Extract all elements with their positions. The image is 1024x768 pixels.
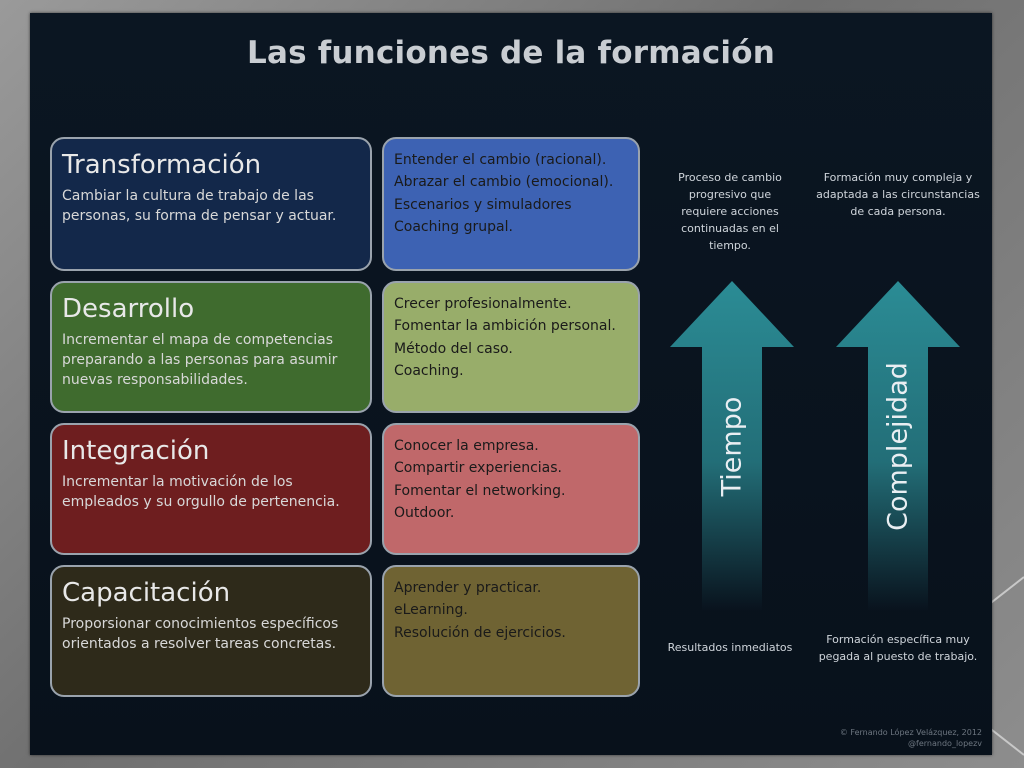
function-description: Incrementar la motivación de los emplead… — [62, 473, 340, 510]
action-item: Compartir experiencias. — [394, 460, 562, 477]
action-item: Entender el cambio (racional). — [394, 152, 607, 168]
tiempo-arrow: Tiempo — [670, 281, 794, 611]
function-description: Cambiar la cultura de trabajo de las per… — [62, 187, 337, 224]
actions-box-capacitacion: Aprender y practicar. eLearning. Resoluc… — [382, 565, 640, 697]
action-item: Resolución de ejercicios. — [394, 624, 566, 641]
copyright-credit: © Fernando López Velázquez, 2012 @fernan… — [840, 728, 982, 749]
function-box-capacitacion: Capacitación Proporsionar conocimientos … — [50, 565, 372, 697]
function-name: Transformación — [62, 150, 262, 180]
action-item: Método del caso. — [394, 340, 513, 357]
complejidad-bottom-note: Formación específica muy pegada al puest… — [818, 633, 978, 664]
action-item: Escenarios y simuladores — [394, 196, 572, 213]
action-item: Aprender y practicar. — [394, 580, 542, 596]
function-name: Desarrollo — [62, 294, 195, 324]
action-item: Fomentar la ambición personal. — [394, 318, 616, 335]
function-name: Capacitación — [62, 578, 231, 608]
tiempo-bottom-note: Resultados inmediatos — [667, 641, 793, 654]
actions-list: Conocer la empresa. Compartir experienci… — [394, 435, 628, 525]
complejidad-arrow: Complejidad — [836, 281, 960, 611]
function-box-desarrollo: Desarrollo Incrementar el mapa de compet… — [50, 281, 372, 413]
credit-line: © Fernando López Velázquez, 2012 — [839, 728, 982, 738]
actions-box-integracion: Conocer la empresa. Compartir experienci… — [382, 423, 640, 555]
action-item: Coaching grupal. — [394, 219, 513, 236]
up-arrow-icon — [670, 281, 794, 611]
action-item: Abrazar el cambio (emocional). — [394, 174, 614, 191]
tiempo-top-note: Proceso de cambio progresivo que requier… — [678, 171, 782, 253]
action-item: eLearning. — [394, 602, 468, 619]
actions-box-transformacion: Entender el cambio (racional). Abrazar e… — [382, 137, 640, 271]
tiempo-label: Tiempo — [716, 396, 748, 497]
action-item: Fomentar el networking. — [394, 482, 566, 499]
action-item: Outdoor. — [394, 505, 455, 522]
action-item: Crecer profesionalmente. — [394, 296, 572, 312]
actions-list: Crecer profesionalmente. Fomentar la amb… — [394, 293, 628, 383]
credit-line: @fernando_lopezv — [908, 738, 982, 748]
complejidad-top-note: Formación muy compleja y adaptada a las … — [816, 171, 980, 219]
function-box-transformacion: Transformación Cambiar la cultura de tra… — [50, 137, 372, 271]
actions-list: Aprender y practicar. eLearning. Resoluc… — [394, 577, 628, 644]
slide: Las funciones de la formación Transforma… — [30, 13, 992, 755]
actions-box-desarrollo: Crecer profesionalmente. Fomentar la amb… — [382, 281, 640, 413]
slide-title: Las funciones de la formación — [247, 35, 775, 71]
actions-list: Entender el cambio (racional). Abrazar e… — [394, 149, 628, 239]
function-description: Proporsionar conocimientos específicos o… — [62, 615, 339, 652]
function-description: Incrementar el mapa de competencias prep… — [62, 331, 338, 389]
action-item: Conocer la empresa. — [394, 438, 539, 454]
up-arrow-icon — [836, 281, 960, 611]
function-box-integracion: Integración Incrementar la motivación de… — [50, 423, 372, 555]
complejidad-label: Complejidad — [882, 362, 914, 531]
action-item: Coaching. — [394, 363, 464, 380]
function-name: Integración — [62, 436, 210, 466]
